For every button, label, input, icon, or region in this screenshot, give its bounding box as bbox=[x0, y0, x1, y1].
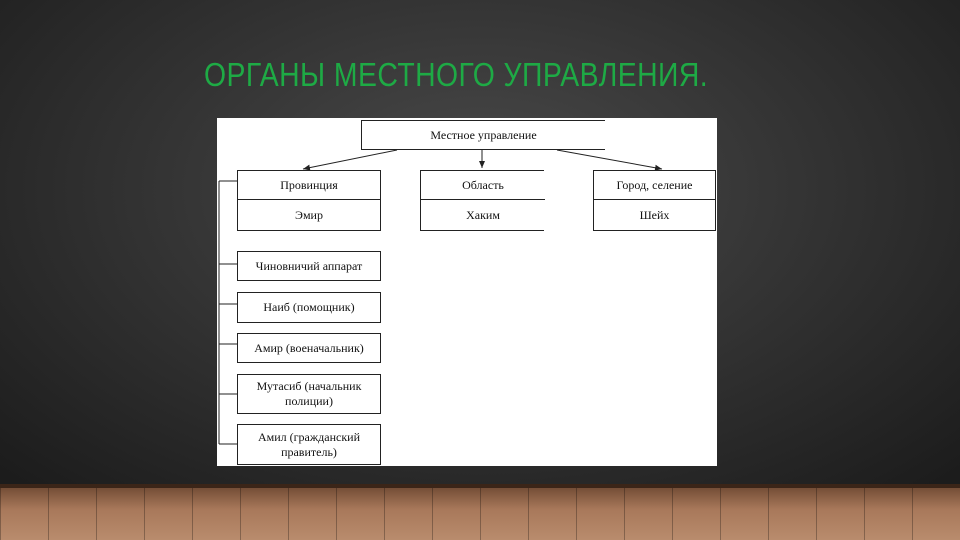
arrow-to-province bbox=[302, 149, 398, 171]
city-box: Город, селение Шейх bbox=[593, 170, 716, 231]
city-official: Шейх bbox=[639, 208, 670, 222]
subordinate-box: Наиб (помощник) bbox=[237, 292, 381, 323]
city-header: Город, селение bbox=[594, 171, 715, 200]
arrow-to-city bbox=[556, 149, 663, 171]
region-official: Хаким bbox=[466, 208, 500, 222]
wooden-floor bbox=[0, 484, 960, 540]
subordinate-box: Амир (военачальник) bbox=[237, 333, 381, 363]
connector-lines bbox=[218, 149, 663, 445]
province-box: Провинция Эмир bbox=[237, 170, 381, 231]
region-header: Область bbox=[421, 171, 545, 200]
org-chart: Местное управление Провинция Эмир Област… bbox=[217, 118, 717, 466]
subordinate-box: Чиновничий аппарат bbox=[237, 251, 381, 281]
region-box: Область Хаким bbox=[420, 170, 545, 231]
province-official: Эмир bbox=[295, 208, 323, 222]
subordinate-box: Мутасиб (начальник полиции) bbox=[237, 374, 381, 414]
slide-title: ОРГАНЫ МЕСТНОГО УПРАВЛЕНИЯ. bbox=[204, 56, 709, 93]
root-box: Местное управление bbox=[361, 120, 605, 150]
subordinate-box: Амил (гражданский правитель) bbox=[237, 424, 381, 465]
province-header: Провинция bbox=[238, 171, 380, 200]
